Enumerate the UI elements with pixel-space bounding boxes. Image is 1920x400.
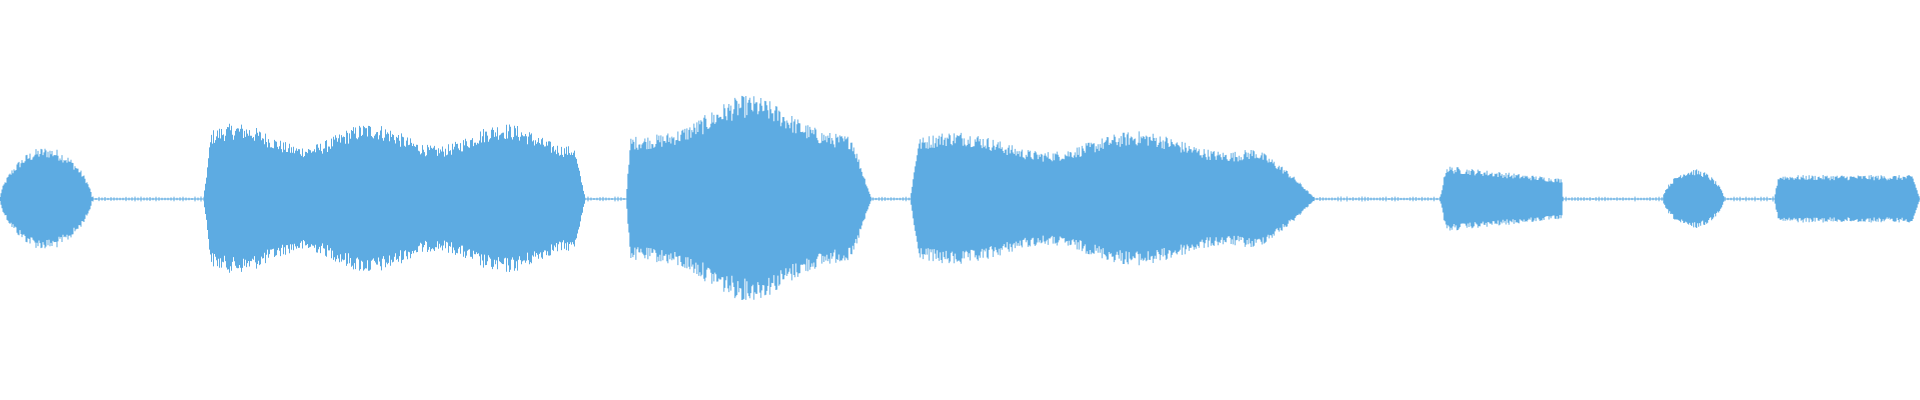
waveform-bars [0, 95, 1920, 300]
waveform-segment-path [204, 123, 586, 273]
waveform-segment [1774, 175, 1920, 223]
waveform-segment [0, 148, 93, 249]
waveform-segment-path [1774, 175, 1920, 223]
waveform-segment-path [1440, 166, 1563, 231]
waveform-segment-path [1663, 169, 1725, 228]
waveform-segment [626, 95, 872, 300]
waveform-segment [1663, 169, 1725, 228]
waveform-segment-path [910, 131, 1316, 266]
waveform-segment-path [626, 95, 872, 300]
waveform-segment [204, 123, 586, 273]
waveform-segment [910, 131, 1316, 266]
waveform-segment [1440, 166, 1563, 231]
waveform-segment-path [0, 148, 93, 249]
